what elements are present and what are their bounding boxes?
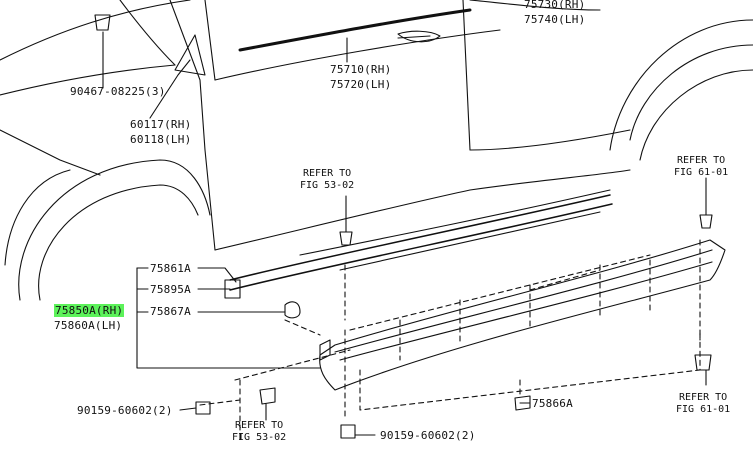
- refer-to-text: REFER TO: [677, 155, 726, 166]
- refer-to-fig-53-02-top: REFER TO FIG 53-02: [300, 168, 354, 192]
- refer-to-text: REFER TO: [679, 392, 728, 403]
- label-60117-rh: 60117(RH): [130, 118, 192, 131]
- refer-to-text: REFER TO: [303, 168, 352, 179]
- label-75710-rh: 75710(RH): [330, 63, 392, 76]
- label-90159-60602-left: 90159-60602(2): [77, 404, 173, 417]
- label-75720-lh: 75720(LH): [330, 78, 392, 91]
- fig-number: FIG 61-01: [676, 404, 731, 415]
- fig-number: FIG 53-02: [232, 432, 287, 443]
- label-75895a: 75895A: [150, 283, 191, 296]
- label-90467-08225: 90467-08225(3): [70, 85, 166, 98]
- label-75730-rh: 75730(RH): [524, 0, 586, 11]
- label-75867a: 75867A: [150, 305, 191, 318]
- refer-to-fig-53-02-bottom: REFER TO FIG 53-02: [232, 420, 286, 444]
- label-90159-60602-bottom: 90159-60602(2): [380, 429, 476, 442]
- label-75850a-rh: 75850A(RH): [54, 304, 125, 317]
- refer-to-fig-61-01-bottom: REFER TO FIG 61-01: [676, 392, 730, 416]
- refer-to-fig-61-01-top: REFER TO FIG 61-01: [674, 155, 728, 179]
- fig-number: FIG 61-01: [674, 167, 729, 178]
- fig-number: FIG 53-02: [300, 180, 355, 191]
- label-60118-lh: 60118(LH): [130, 133, 192, 146]
- label-75866a: 75866A: [532, 397, 573, 410]
- label-75861a: 75861A: [150, 262, 191, 275]
- refer-to-text: REFER TO: [235, 420, 284, 431]
- label-75740-lh: 75740(LH): [524, 13, 586, 26]
- label-75860a-lh: 75860A(LH): [54, 319, 123, 332]
- highlighted-part-number: 75850A(RH): [54, 304, 125, 317]
